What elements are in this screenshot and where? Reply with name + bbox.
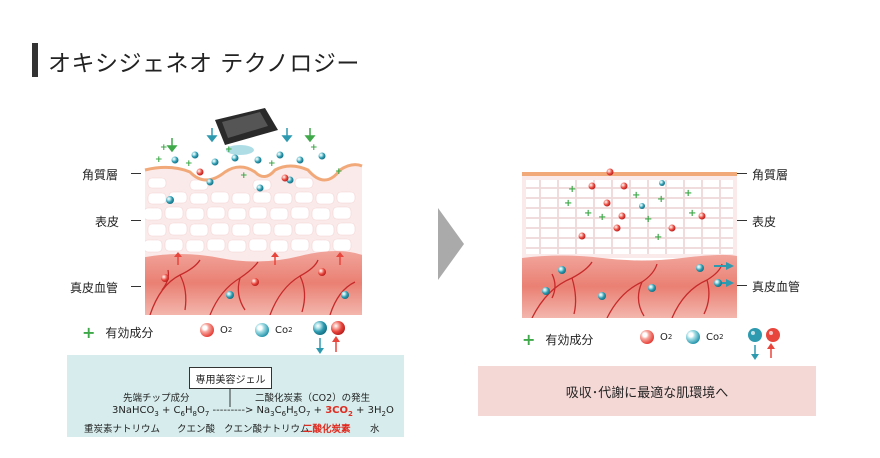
tick-right-3: [737, 285, 747, 286]
exit-arrows-right: [714, 262, 734, 287]
svg-text:+: +: [598, 212, 606, 223]
label-dermis-right: 真皮血管: [752, 280, 801, 294]
tick-right-1: [737, 173, 747, 174]
label-epidermis-right: 表皮: [752, 215, 777, 229]
name-sodium-citrate: クエン酸ナトリウム: [224, 424, 310, 435]
label-epidermis-left: 表皮: [95, 215, 120, 229]
gel-connector: [229, 389, 231, 407]
svg-text:+: +: [632, 190, 640, 201]
label-dermis-left: 真皮血管: [70, 281, 119, 295]
co2-icon: [255, 323, 269, 337]
name-water: 水: [370, 424, 380, 435]
co2-generation-label: 二酸化炭素（CO2）の発生: [255, 393, 371, 404]
svg-text:+: +: [185, 159, 193, 169]
label-stratum-corneum-left: 角質層: [82, 168, 119, 182]
svg-text:+: +: [240, 171, 248, 181]
svg-text:+: +: [657, 194, 665, 205]
skin-diagram-before: + + + + + + + +: [144, 108, 363, 315]
label-stratum-corneum-right: 角質層: [752, 168, 789, 182]
exchange-icon-left: [313, 321, 345, 354]
svg-text:+: +: [160, 143, 168, 153]
svg-text:+: +: [684, 188, 692, 199]
svg-text:+: +: [225, 145, 233, 155]
epidermis-grid: [526, 180, 733, 254]
active-ingredient-marks: + + + + + + + +: [155, 143, 343, 181]
molecules-dermis-right: [542, 264, 722, 300]
molecules-dermis: [161, 268, 349, 299]
co2-icon: [686, 330, 700, 344]
svg-text:+: +: [335, 167, 343, 177]
svg-text:+: +: [688, 208, 696, 219]
title-accent-bar: [32, 43, 38, 77]
active-ingredient-marks-right: +++++ +++++: [564, 184, 696, 243]
svg-text:+: +: [155, 155, 163, 165]
green-down-arrows: [166, 128, 316, 153]
tick-right-2: [737, 220, 747, 221]
svg-text:+: +: [268, 159, 276, 169]
svg-text:+: +: [310, 143, 318, 153]
svg-text:+: +: [654, 232, 662, 243]
tick-left-1: [131, 173, 141, 174]
legend-active-right: + 有効成分: [522, 330, 594, 349]
legend-active-left: + 有効成分: [82, 323, 154, 342]
exchange-icon-right: [748, 328, 780, 360]
result-banner: 吸収･代謝に最適な肌環境へ: [478, 366, 816, 416]
transition-arrow-icon: [438, 208, 464, 280]
plus-icon: +: [522, 330, 536, 349]
molecules-above: [166, 151, 326, 204]
svg-text:+: +: [584, 208, 592, 219]
svg-text:+: +: [644, 214, 652, 225]
chemical-equation: 3NaHCO3 + C6H8O7 ---------> Na3C6H5O7 + …: [112, 405, 394, 418]
stratum-corneum-line: [144, 163, 363, 182]
skin-diagram-after: +++++ +++++: [522, 168, 737, 318]
tick-left-2: [131, 220, 141, 221]
tick-left-3: [131, 286, 141, 287]
blood-vessels-right: [531, 261, 723, 318]
blue-down-arrows: [206, 128, 293, 143]
name-carbon-dioxide: 二酸化炭素: [303, 424, 351, 435]
page-title: オキシジェネオ テクノロジー: [48, 51, 360, 77]
o2-icon: [200, 323, 214, 337]
o2-icon: [640, 330, 654, 344]
plus-icon: +: [82, 323, 96, 342]
device-icon: [215, 108, 278, 155]
molecules-epidermis: [578, 168, 706, 240]
name-citric-acid: クエン酸: [177, 424, 216, 435]
stratum-corneum-band: [522, 172, 737, 176]
red-up-arrows: [174, 252, 344, 265]
tip-component-label: 先端チップ成分: [123, 393, 190, 404]
gel-label: 専用美容ジェル: [189, 367, 272, 389]
svg-text:+: +: [564, 198, 572, 209]
name-sodium-bicarbonate: 重炭素ナトリウム: [84, 424, 161, 435]
svg-text:+: +: [568, 184, 576, 195]
